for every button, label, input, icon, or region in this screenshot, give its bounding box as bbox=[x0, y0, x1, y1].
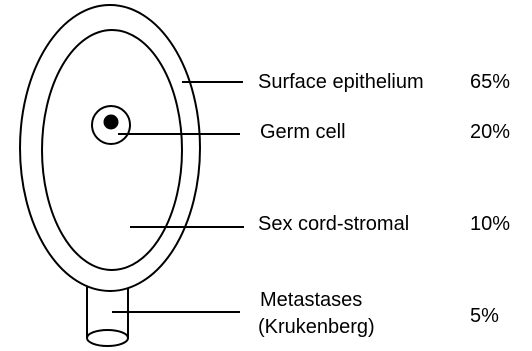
stalk bbox=[87, 287, 128, 346]
label-sex-cord-stromal: Sex cord-stromal bbox=[258, 213, 409, 235]
percent-sex-cord-stromal: 10% bbox=[470, 213, 510, 235]
label-surface-epithelium: Surface epithelium bbox=[258, 71, 424, 93]
label-metastases: Metastases bbox=[260, 289, 362, 311]
percent-surface-epithelium: 65% bbox=[470, 71, 510, 93]
germ-cell-nucleus bbox=[104, 115, 119, 130]
percent-germ-cell: 20% bbox=[470, 121, 510, 143]
percent-metastases: 5% bbox=[470, 305, 499, 327]
inner-stroma bbox=[42, 30, 182, 270]
label-krukenberg: (Krukenberg) bbox=[258, 316, 375, 338]
label-germ-cell: Germ cell bbox=[260, 121, 346, 143]
